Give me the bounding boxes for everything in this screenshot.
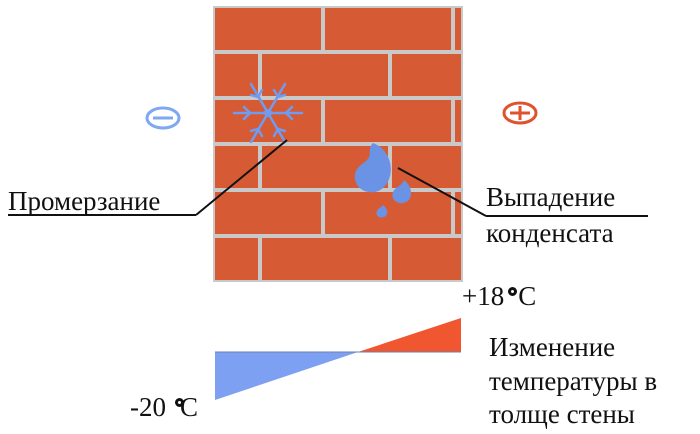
condensation-leader-line	[397, 167, 487, 217]
cold-wedge	[215, 352, 358, 400]
wall-mortar-background	[213, 6, 463, 282]
brick	[325, 8, 451, 50]
condensation-label-line1: Выпадение	[486, 182, 616, 212]
brick	[392, 146, 461, 188]
temp-change-label-line1: Изменение	[489, 332, 616, 362]
outside-temperature-label: -20 C	[130, 392, 198, 423]
inside-temperature-value: +18	[462, 281, 505, 311]
minus-circle-icon	[145, 106, 181, 130]
freezing-leader-line	[195, 139, 288, 216]
brick	[392, 238, 461, 280]
temp-change-label-line2: температуры в	[489, 366, 658, 396]
water-drops-icon	[354, 143, 412, 218]
brick	[455, 192, 461, 234]
brick	[215, 8, 321, 50]
brick-rows	[215, 8, 461, 280]
temperature-profile	[215, 318, 461, 400]
brick	[455, 100, 461, 142]
temp-change-label-line3: толще стены	[489, 399, 635, 429]
degree-sign-inside	[508, 287, 517, 296]
brick	[215, 192, 321, 234]
brick	[215, 54, 258, 96]
brick	[215, 238, 258, 280]
warm-wedge	[358, 318, 461, 352]
condensation-label-line2: конденсата	[486, 218, 614, 248]
brick	[455, 8, 461, 50]
plus-circle-icon	[502, 101, 538, 125]
inside-temperature-label: +18 C	[462, 281, 536, 312]
brick	[215, 100, 321, 142]
snowflake-icon	[232, 82, 304, 144]
outside-temperature-value: -20	[130, 392, 166, 422]
brick	[262, 238, 388, 280]
degree-sign-outside	[175, 398, 184, 407]
brick	[325, 100, 451, 142]
brick	[325, 192, 451, 234]
brick	[392, 54, 461, 96]
brick-wall	[213, 6, 463, 282]
inside-temperature-unit: C	[518, 281, 537, 311]
leader-lines	[8, 139, 648, 217]
outside-temperature-unit: C	[180, 392, 199, 422]
freezing-label: Промерзание	[8, 186, 161, 216]
